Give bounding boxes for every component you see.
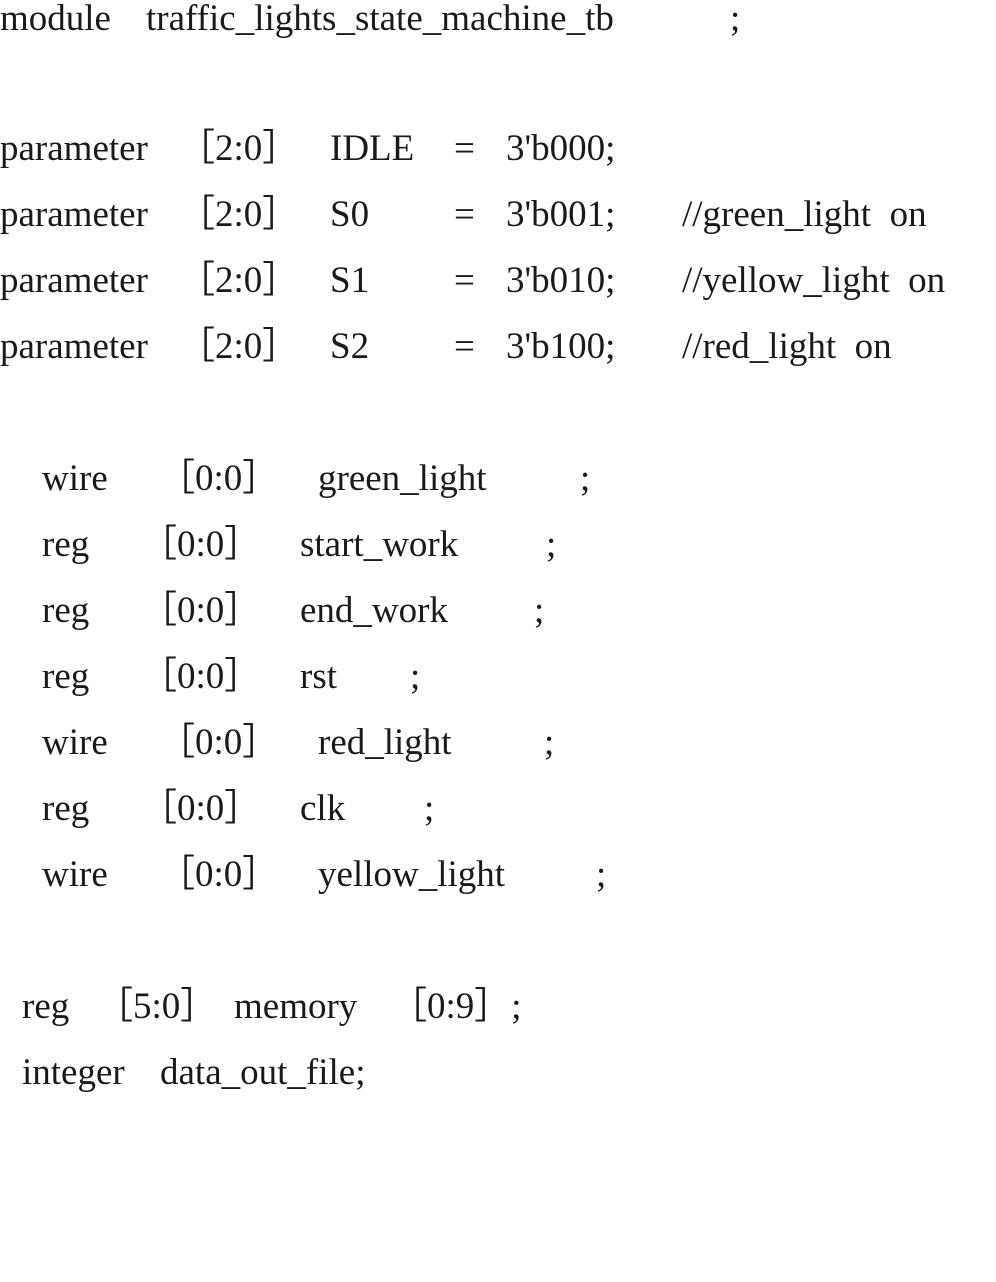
bit-range: ［2:0］: [178, 128, 300, 169]
parameter-value: 3'b010;: [506, 260, 616, 301]
equals-sign: =: [454, 260, 475, 301]
bit-range: ［2:0］: [178, 194, 300, 235]
keyword-module: module: [0, 0, 111, 39]
semicolon: ;: [596, 854, 607, 895]
signal-type: wire: [42, 458, 108, 499]
signal-name: yellow_light: [318, 854, 506, 895]
comment: //yellow_light on: [682, 260, 946, 301]
keyword-parameter: parameter: [0, 194, 148, 235]
parameter-name: S1: [330, 260, 370, 301]
keyword-parameter: parameter: [0, 326, 148, 367]
keyword-parameter: parameter: [0, 128, 148, 169]
parameter-name: IDLE: [330, 128, 415, 169]
array-range: ［0:9］;: [390, 986, 522, 1027]
keyword-parameter: parameter: [0, 260, 148, 301]
code-document: module traffic_lights_state_machine_tb ;…: [0, 0, 996, 1098]
signal-line-green-light: wire ［0:0］ green_light ;: [0, 454, 996, 504]
signal-line-end-work: reg ［0:0］ end_work ;: [0, 586, 996, 636]
semicolon: ;: [424, 788, 435, 829]
bit-range: ［5:0］: [96, 986, 218, 1027]
semicolon: ;: [410, 656, 421, 697]
signal-name: clk: [300, 788, 346, 829]
signal-name: end_work: [300, 590, 448, 631]
bit-range: ［0:0］: [140, 524, 262, 565]
bit-range: ［0:0］: [158, 854, 280, 895]
signal-type: reg: [42, 788, 90, 829]
parameter-value: 3'b001;: [506, 194, 616, 235]
parameter-line-s1: parameter ［2:0］ S1 = 3'b010; //yellow_li…: [0, 256, 996, 306]
signal-name: green_light: [318, 458, 487, 499]
bit-range: ［0:0］: [158, 458, 280, 499]
signal-line-start-work: reg ［0:0］ start_work ;: [0, 520, 996, 570]
memory-name: memory: [234, 986, 358, 1027]
keyword-reg: reg: [22, 986, 70, 1027]
signal-line-yellow-light: wire ［0:0］ yellow_light ;: [0, 850, 996, 900]
signal-type: wire: [42, 854, 108, 895]
equals-sign: =: [454, 194, 475, 235]
signal-line-clk: reg ［0:0］ clk ;: [0, 784, 996, 834]
semicolon: ;: [730, 0, 741, 39]
variable-name: data_out_file;: [160, 1052, 366, 1093]
bit-range: ［2:0］: [178, 260, 300, 301]
semicolon: ;: [534, 590, 545, 631]
bit-range: ［0:0］: [140, 656, 262, 697]
bit-range: ［0:0］: [158, 722, 280, 763]
signal-type: reg: [42, 656, 90, 697]
parameter-value: 3'b000;: [506, 128, 616, 169]
equals-sign: =: [454, 326, 475, 367]
parameter-line-s2: parameter ［2:0］ S2 = 3'b100; //red_light…: [0, 322, 996, 372]
signal-name: rst: [300, 656, 337, 697]
integer-declaration: integer data_out_file;: [0, 1048, 996, 1098]
signal-name: red_light: [318, 722, 452, 763]
semicolon: ;: [546, 524, 557, 565]
semicolon: ;: [580, 458, 591, 499]
parameter-line-idle: parameter ［2:0］ IDLE = 3'b000;: [0, 124, 996, 174]
signal-line-rst: reg ［0:0］ rst ;: [0, 652, 996, 702]
signal-type: wire: [42, 722, 108, 763]
module-name: traffic_lights_state_machine_tb: [146, 0, 614, 39]
bit-range: ［0:0］: [140, 788, 262, 829]
keyword-integer: integer: [22, 1052, 125, 1093]
comment: //green_light on: [682, 194, 927, 235]
parameter-name: S2: [330, 326, 370, 367]
signal-line-red-light: wire ［0:0］ red_light ;: [0, 718, 996, 768]
parameter-name: S0: [330, 194, 370, 235]
bit-range: ［0:0］: [140, 590, 262, 631]
parameter-value: 3'b100;: [506, 326, 616, 367]
equals-sign: =: [454, 128, 475, 169]
signal-type: reg: [42, 590, 90, 631]
module-declaration: module traffic_lights_state_machine_tb ;: [0, 0, 996, 44]
signal-type: reg: [42, 524, 90, 565]
signal-name: start_work: [300, 524, 459, 565]
semicolon: ;: [544, 722, 555, 763]
comment: //red_light on: [682, 326, 892, 367]
memory-declaration: reg ［5:0］ memory ［0:9］;: [0, 982, 996, 1032]
bit-range: ［2:0］: [178, 326, 300, 367]
parameter-line-s0: parameter ［2:0］ S0 = 3'b001; //green_lig…: [0, 190, 996, 240]
